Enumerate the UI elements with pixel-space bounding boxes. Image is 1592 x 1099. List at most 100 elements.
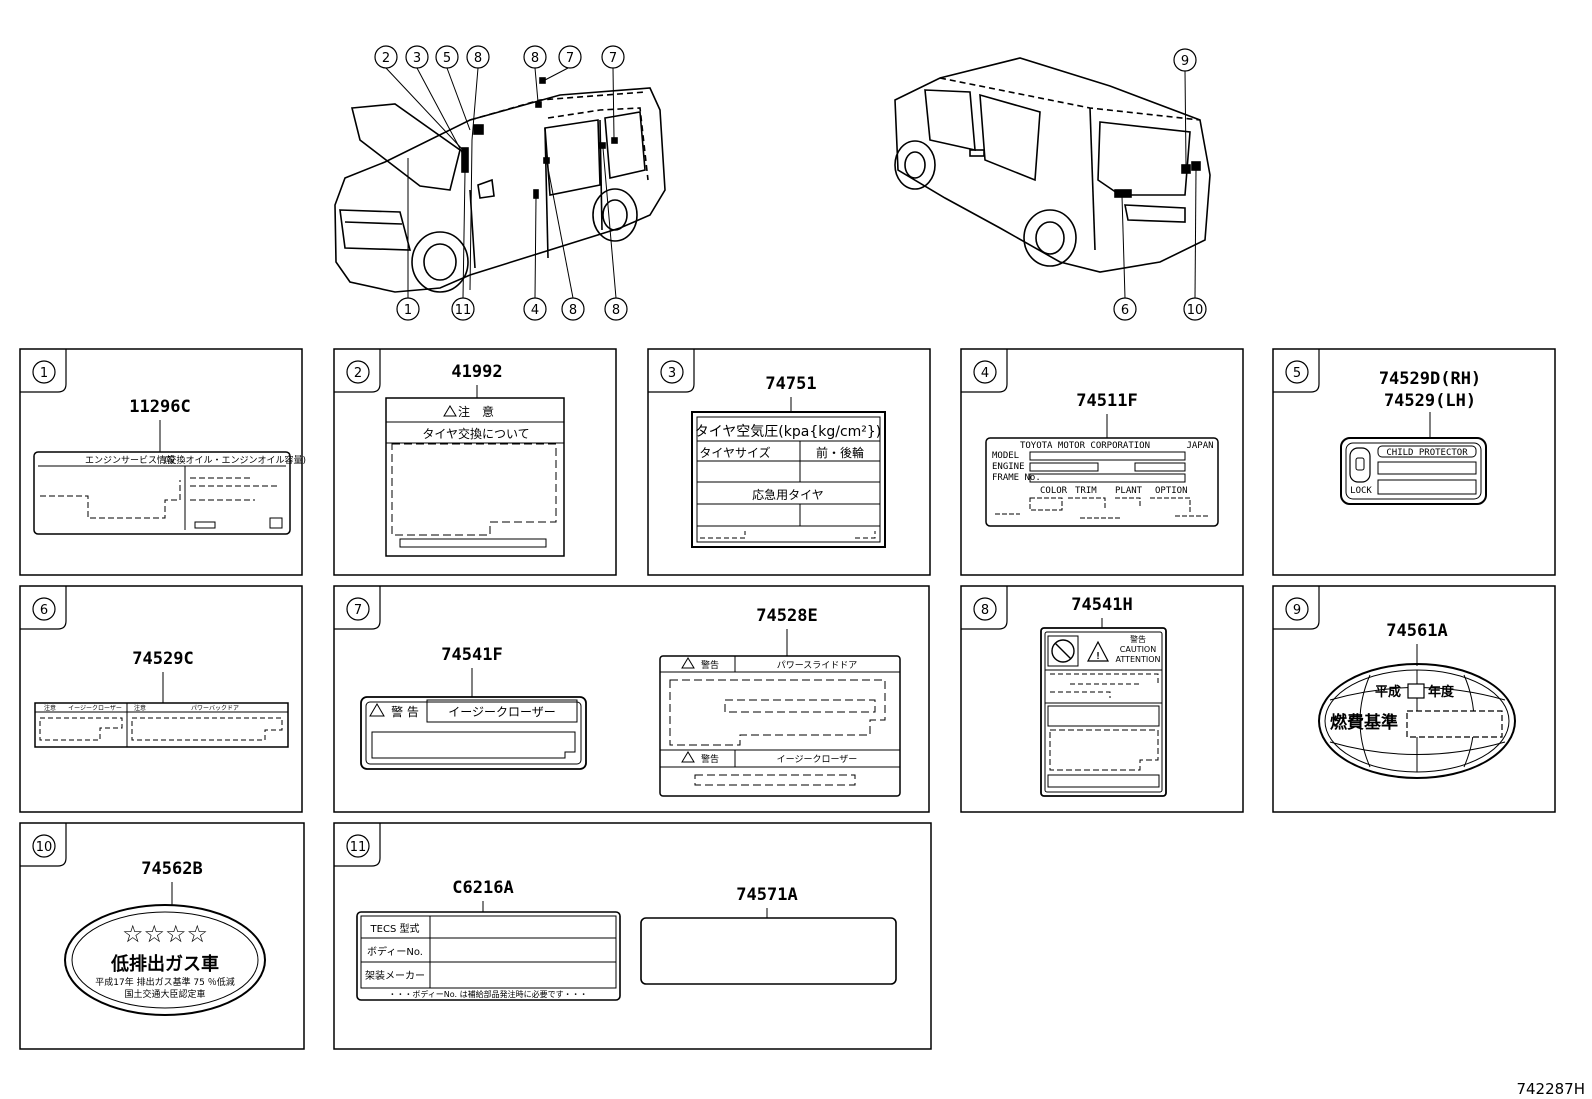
label-74561a-nendo: 年度 xyxy=(1428,684,1455,700)
label-74751 xyxy=(691,411,886,548)
panel-6-index: 6 xyxy=(40,603,48,618)
panel-10-index: 10 xyxy=(36,840,53,855)
label-41992-warning: 注 意 xyxy=(458,404,494,419)
callout-7: 7 xyxy=(609,51,617,66)
callout-8: 8 xyxy=(474,51,482,66)
panel-3-index: 3 xyxy=(668,366,676,381)
panel-8-part-number: 74541H xyxy=(1071,595,1132,615)
label-c6216a-row3: 架装メーカー xyxy=(365,969,425,982)
label-74751-size: タイヤサイズ xyxy=(699,445,770,460)
callout-10: 10 xyxy=(1187,303,1204,318)
label-74541f xyxy=(360,696,587,770)
panel-11: 11 C6216A TECS 型式 ボディーNo. 架装メーカー ・・・ボディー… xyxy=(333,822,932,1050)
panel-7-part-number-a: 74541F xyxy=(441,645,502,665)
label-74529-title: CHILD PROTECTOR xyxy=(1386,448,1468,458)
label-74571a xyxy=(640,917,897,985)
panel-6: 6 74529C 注意 イージークローザー 注意 パワーバックドア xyxy=(19,585,303,813)
panel-11-index: 11 xyxy=(350,840,367,855)
front-top-callouts: 2 3 5 8 8 7 7 xyxy=(374,45,625,69)
label-74528e-text-2: イージークローザー xyxy=(777,754,858,765)
panel-4: 4 74511F TOYOTA MOTOR CORPORATION JAPAN … xyxy=(960,348,1244,576)
callout-8: 8 xyxy=(612,303,620,318)
label-74528e-text-1: パワースライドドア xyxy=(777,660,858,671)
panel-3: 3 74751 タイヤ空気圧(kpa{kg/cm²}) タイヤサイズ 前・後輪 … xyxy=(647,348,931,576)
label-74562b-stars: ☆☆☆☆ xyxy=(122,920,208,948)
label-74561a-heisei: 平成 xyxy=(1375,684,1401,700)
panel-9-index: 9 xyxy=(1293,603,1301,618)
panel-10-part-number: 74562B xyxy=(141,859,202,879)
callout-1: 1 xyxy=(404,303,412,318)
label-41992 xyxy=(385,397,565,557)
panel-1-index: 1 xyxy=(40,366,48,381)
label-74541h-caution: CAUTION xyxy=(1120,645,1156,654)
panel-5-index: 5 xyxy=(1293,366,1301,381)
panel-3-part-number: 74751 xyxy=(765,374,816,394)
label-74529c-c4: パワーバックドア xyxy=(191,705,239,712)
callout-3: 3 xyxy=(413,51,421,66)
panel-11-part-number-b: 74571A xyxy=(736,885,797,905)
panel-2-part-number: 41992 xyxy=(451,362,502,382)
panel-1-part-number: 11296C xyxy=(129,397,190,417)
callout-6: 6 xyxy=(1121,303,1129,318)
label-74511f-engine: ENGINE xyxy=(992,462,1025,472)
label-74528e-warning-2: 警告 xyxy=(701,753,719,765)
label-74541h xyxy=(1040,627,1167,797)
panel-6-part-number: 74529C xyxy=(132,649,193,669)
label-74751-wheel: 前・後輪 xyxy=(816,445,864,460)
front-leader-lines xyxy=(385,67,617,299)
label-c6216a xyxy=(356,911,621,1001)
panel-7-index: 7 xyxy=(354,603,362,618)
label-74751-title: タイヤ空気圧(kpa{kg/cm²}) xyxy=(695,424,882,440)
label-74511f-trim: TRIM xyxy=(1075,486,1097,496)
label-74541h-attention: ATTENTION xyxy=(1115,655,1160,664)
callout-8: 8 xyxy=(531,51,539,66)
callout-9: 9 xyxy=(1181,54,1189,69)
callout-11: 11 xyxy=(455,303,472,318)
label-74541f-warning: 警 告 xyxy=(391,704,419,719)
label-74541f-text: イージークローザー xyxy=(448,705,556,719)
label-74529c-c2: イージークローザー xyxy=(68,705,122,712)
label-74562b-title: 低排出ガス車 xyxy=(110,953,219,975)
label-74511f-country: JAPAN xyxy=(1186,441,1213,451)
front-van-illustration xyxy=(334,77,666,293)
panel-5: 5 74529D(RH) 74529(LH) LOCK CHILD PROTEC… xyxy=(1272,348,1556,576)
panel-8: 8 74541H ! 警告 CAUTION ATTENTION xyxy=(960,585,1244,813)
panel-7: 7 74541F 警 告 イージークローザー 74528E 警告 パワースライド… xyxy=(333,585,930,813)
label-11296c-title: エンジンサービス情報 xyxy=(85,454,175,466)
panel-9-part-number: 74561A xyxy=(1386,621,1447,641)
rear-leader-lines xyxy=(1121,70,1197,299)
label-74511f-color: COLOR xyxy=(1040,486,1068,496)
label-74511f-frame: FRAME No. xyxy=(992,473,1041,483)
panel-8-index: 8 xyxy=(981,603,989,618)
rear-van-illustration xyxy=(894,57,1211,273)
label-74541h-exclamation-icon: ! xyxy=(1095,651,1101,662)
label-74529c-c1: 注意 xyxy=(44,704,56,712)
label-74561a xyxy=(1318,663,1516,779)
panel-2: 2 41992 注 意 タイヤ交換について xyxy=(333,348,617,576)
panel-1: 1 11296C エンジンサービス情報 (交換オイル・エンジンオイル容量) xyxy=(19,348,306,576)
callout-2: 2 xyxy=(382,51,390,66)
rear-callouts: 9 6 10 xyxy=(1113,48,1207,321)
label-74529 xyxy=(1340,437,1487,505)
label-74561a-standard: 燃費基準 xyxy=(1330,712,1398,733)
callout-4: 4 xyxy=(531,303,539,318)
label-74562b-line1: 平成17年 排出ガス基準 75 ％低減 xyxy=(95,976,235,988)
label-74529c xyxy=(34,702,289,748)
panel-9: 9 74561A 平成 年度 燃費基準 xyxy=(1272,585,1556,813)
panel-11-part-number-a: C6216A xyxy=(452,878,513,898)
label-c6216a-footer: ・・・ボディーNo. は補給部品発注時に必要です・・・ xyxy=(388,989,587,999)
label-74528e xyxy=(659,655,901,797)
label-11296c xyxy=(33,451,291,535)
label-74511f-model: MODEL xyxy=(992,451,1019,461)
label-74751-spare: 応急用タイヤ xyxy=(752,487,824,502)
label-74562b-line2: 国土交通大臣認定車 xyxy=(124,988,205,1000)
panel-7-part-number-b: 74528E xyxy=(756,606,817,626)
label-74528e-warning-1: 警告 xyxy=(701,659,719,671)
diagram-code: 742287H xyxy=(1516,1080,1585,1098)
label-74511f-maker: TOYOTA MOTOR CORPORATION xyxy=(1020,441,1150,451)
panel-4-index: 4 xyxy=(981,366,989,381)
panel-10: 10 74562B ☆☆☆☆ 低排出ガス車 平成17年 排出ガス基準 75 ％低… xyxy=(19,822,305,1050)
panel-2-index: 2 xyxy=(354,366,362,381)
label-74541h-warning: 警告 xyxy=(1130,634,1146,644)
label-74562b xyxy=(64,904,266,1016)
